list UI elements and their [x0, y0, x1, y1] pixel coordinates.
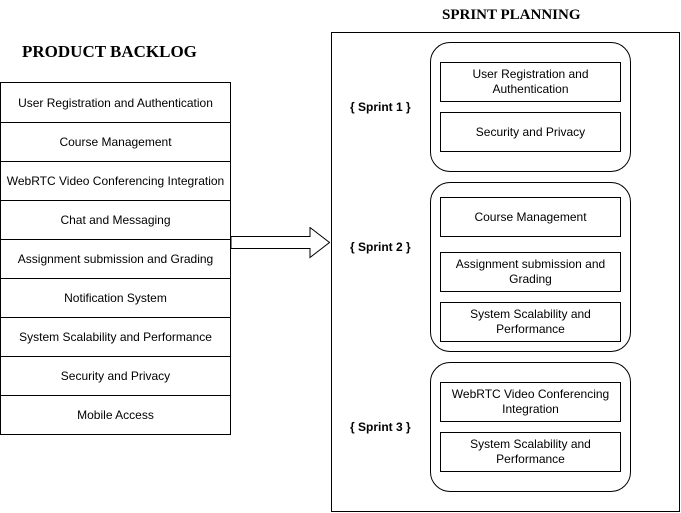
- sprint-1-task: Security and Privacy: [440, 112, 621, 152]
- flow-arrow: [231, 227, 331, 259]
- sprint-1-label: { Sprint 1 }: [350, 100, 411, 114]
- backlog-item-mobile: Mobile Access: [0, 395, 231, 435]
- sprint-1-task: User Registration and Authentication: [440, 62, 621, 102]
- sprint-2-task: System Scalability and Performance: [440, 302, 621, 342]
- backlog-item-course-management: Course Management: [0, 122, 231, 162]
- backlog-item-scalability: System Scalability and Performance: [0, 317, 231, 357]
- sprint-3-task: WebRTC Video Conferencing Integration: [440, 382, 621, 422]
- backlog-item-security: Security and Privacy: [0, 356, 231, 396]
- backlog-item-assignment: Assignment submission and Grading: [0, 239, 231, 279]
- backlog-item-notification: Notification System: [0, 278, 231, 318]
- sprint-2-label: { Sprint 2 }: [350, 240, 411, 254]
- product-backlog-list: User Registration and Authentication Cou…: [0, 82, 231, 435]
- sprint-planning-title: SPRINT PLANNING: [442, 7, 581, 23]
- sprint-2-task: Course Management: [440, 197, 621, 237]
- sprint-3-label: { Sprint 3 }: [350, 420, 411, 434]
- sprint-2-task: Assignment submission and Grading: [440, 252, 621, 292]
- sprint-3-task: System Scalability and Performance: [440, 432, 621, 472]
- backlog-item-webrtc: WebRTC Video Conferencing Integration: [0, 161, 231, 201]
- sprint-2-group: Course Management Assignment submission …: [430, 182, 631, 352]
- backlog-item-chat: Chat and Messaging: [0, 200, 231, 240]
- product-backlog-title: PRODUCT BACKLOG: [22, 42, 197, 61]
- sprint-3-group: WebRTC Video Conferencing Integration Sy…: [430, 362, 631, 492]
- sprint-1-group: User Registration and Authentication Sec…: [430, 42, 631, 172]
- backlog-item-user-registration: User Registration and Authentication: [0, 82, 231, 123]
- sprint-planning-frame: [331, 32, 680, 512]
